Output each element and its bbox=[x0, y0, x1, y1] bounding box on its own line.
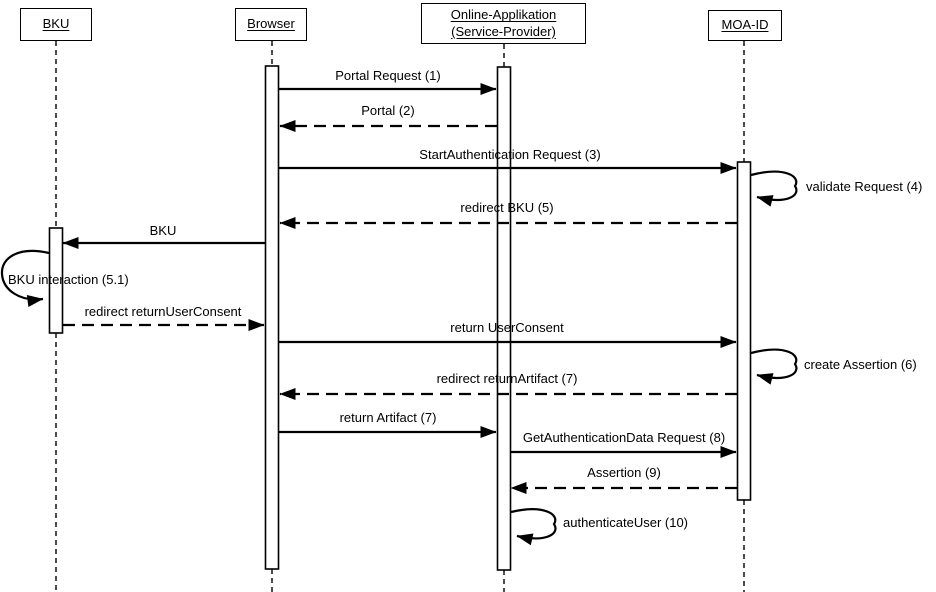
message-label-bku: BKU bbox=[149, 223, 177, 238]
message-label-portal-request: Portal Request (1) bbox=[335, 68, 441, 83]
message-label-getauthenticationdata-request: GetAuthenticationData Request (8) bbox=[522, 430, 726, 445]
activation-bar-online-applikation bbox=[496, 66, 512, 571]
message-label-bku-interaction: BKU interaction (5.1) bbox=[8, 272, 129, 287]
actor-label-bku: BKU bbox=[42, 16, 70, 32]
actor-label-browser: Browser bbox=[247, 16, 295, 32]
message-label-return-artifact: return Artifact (7) bbox=[339, 410, 437, 425]
message-label-portal: Portal (2) bbox=[361, 103, 415, 118]
activation-bar-moa-id bbox=[736, 161, 752, 501]
message-label-authenticateuser: authenticateUser (10) bbox=[563, 515, 689, 530]
message-label-redirect-returnuserconsent: redirect returnUserConsent bbox=[84, 304, 242, 319]
self-loop-authenticateuser bbox=[510, 508, 557, 546]
actor-label-online-applikation: Online-Applikation (Service-Provider) bbox=[450, 7, 557, 39]
message-label-assertion: Assertion (9) bbox=[587, 465, 661, 480]
message-label-create-assertion: create Assertion (6) bbox=[804, 357, 917, 372]
message-label-startauthentication-request: StartAuthentication Request (3) bbox=[419, 147, 601, 162]
message-label-return-userconsent: return UserConsent bbox=[450, 320, 564, 335]
actor-box-bku: BKU bbox=[20, 8, 92, 41]
activation-bar-browser bbox=[264, 65, 280, 570]
message-label-redirect-bku: redirect BKU (5) bbox=[460, 200, 554, 215]
actor-box-moa-id: MOA-ID bbox=[708, 10, 782, 41]
activation-bar-bku bbox=[48, 227, 64, 334]
message-label-validate-request: validate Request (4) bbox=[806, 179, 923, 194]
actor-label-moa-id: MOA-ID bbox=[721, 17, 769, 33]
message-label-redirect-returnartifact: redirect returnArtifact (7) bbox=[436, 371, 578, 386]
self-loop-bku-interaction bbox=[0, 249, 50, 307]
actor-box-browser: Browser bbox=[235, 8, 307, 41]
self-loop-validate-request bbox=[750, 170, 798, 207]
self-loop-create-assertion bbox=[750, 348, 798, 385]
actor-box-online-applikation: Online-Applikation (Service-Provider) bbox=[421, 3, 586, 44]
